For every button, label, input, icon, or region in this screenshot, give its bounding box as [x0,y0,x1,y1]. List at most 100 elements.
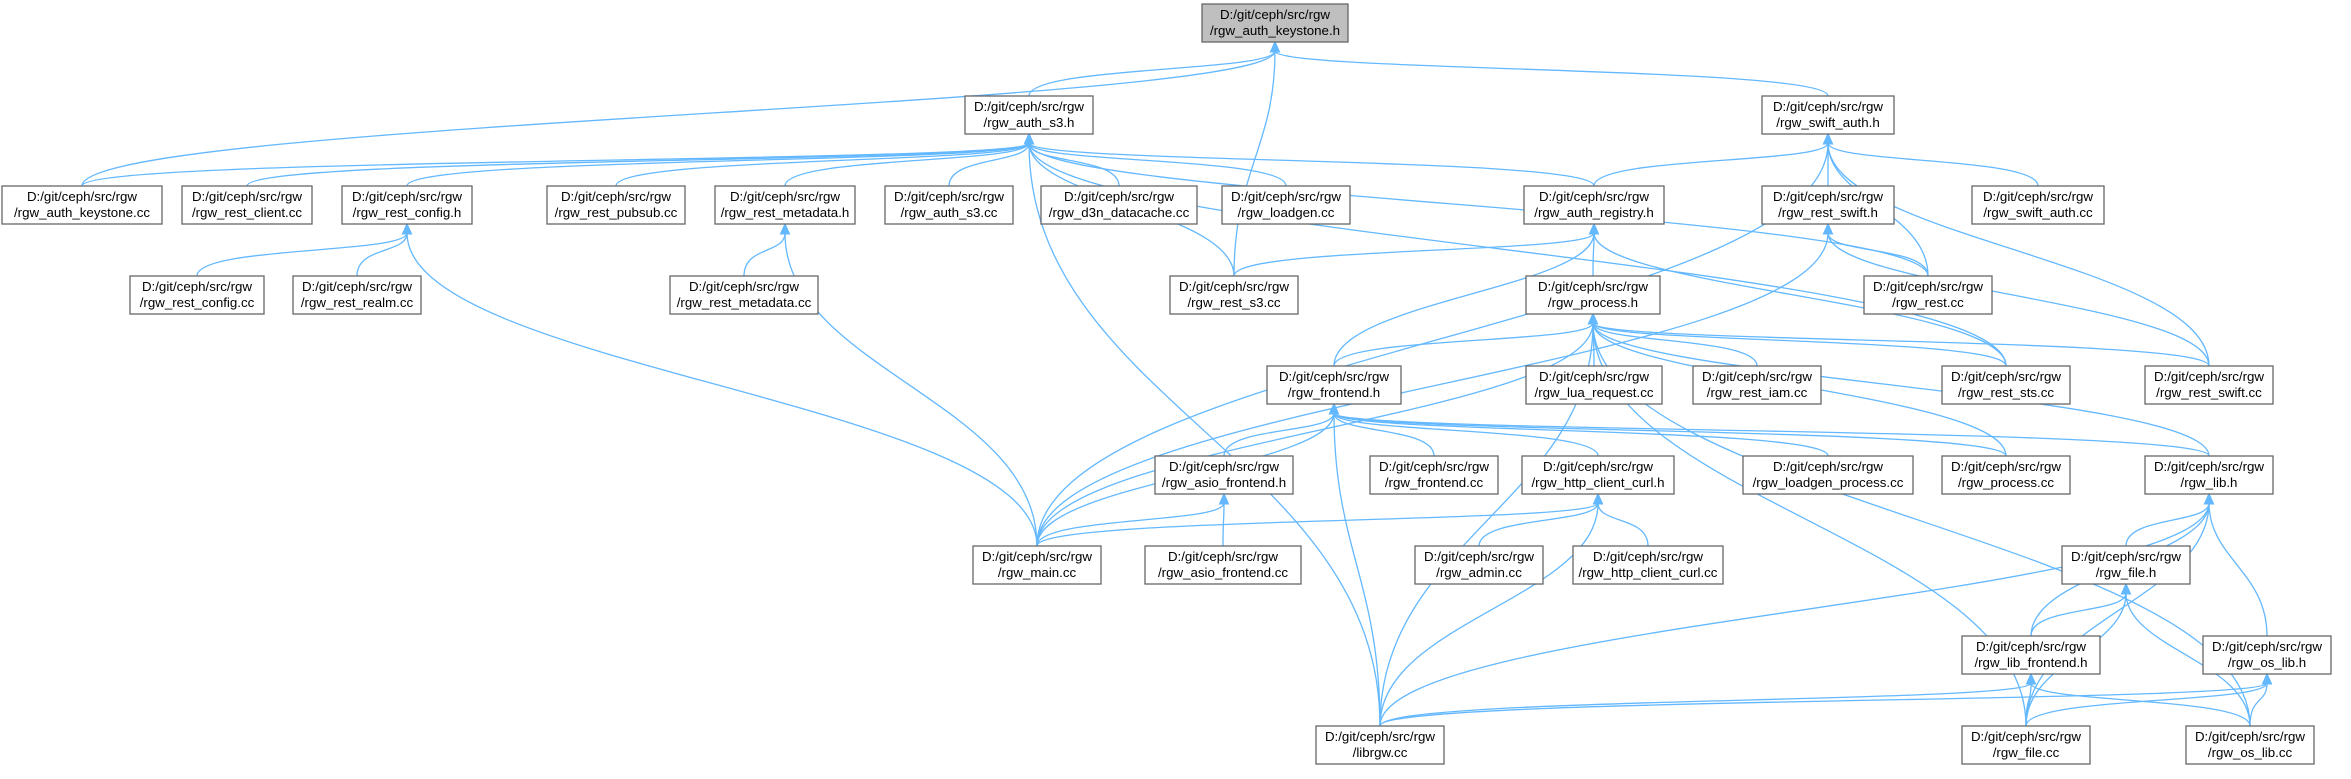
node-path-line: D:/git/ceph/src/rgw [302,279,412,294]
edge-rest_s3_cc-to-keystone_h [1233,50,1276,277]
edge-librgw_cc-to-frontend_h [1333,412,1381,727]
node-file-line: /rgw_admin.cc [1436,565,1522,580]
edge-os_lib_cc-to-lib_frontend_h [2030,682,2251,727]
node-file-line: /rgw_lib.h [2181,475,2238,490]
node-box [1941,455,2071,495]
node-path-line: D:/git/ceph/src/rgw [2212,639,2322,654]
node-file-line: /rgw_rest_config.cc [140,295,255,310]
edge-swift_auth_cc-to-swift_auth_h [1827,142,2039,187]
node-path-line: D:/git/ceph/src/rgw [1279,369,1389,384]
node-box [181,185,313,225]
edge-auth_registry_h-to-swift_auth_h [1593,142,1829,187]
node-box [1369,455,1499,495]
edge-librgw_cc-to-auth_s3_h [1028,142,1381,727]
edge-librgw_cc-to-lib_h [1379,502,2210,727]
node-http-client-curl-cc[interactable]: D:/git/ceph/src/rgw/rgw_http_client_curl… [1572,545,1724,585]
node-asio-frontend-cc[interactable]: D:/git/ceph/src/rgw/rgw_asio_frontend.cc [1144,545,1302,585]
node-file-line: /librgw.cc [1353,745,1408,760]
node-process-cc[interactable]: D:/git/ceph/src/rgw/rgw_process.cc [1941,455,2071,495]
edge-rest_pubsub_cc-to-auth_s3_h [615,142,1030,187]
arrowhead-os_lib_cc-to-lib_frontend_h [2025,672,2037,685]
edge-frontend_h-to-process_h [1333,322,1594,367]
node-rest-cc[interactable]: D:/git/ceph/src/rgw/rgw_rest.cc [1863,275,1993,315]
edge-asio_frontend_h-to-frontend_h [1223,412,1335,457]
node-box [1523,185,1665,225]
node-rest-s3-cc[interactable]: D:/git/ceph/src/rgw/rgw_rest_s3.cc [1169,275,1299,315]
node-loadgen-cc[interactable]: D:/git/ceph/src/rgw/rgw_loadgen.cc [1221,185,1351,225]
node-path-line: D:/git/ceph/src/rgw [730,189,840,204]
node-main-cc[interactable]: D:/git/ceph/src/rgw/rgw_main.cc [972,545,1102,585]
node-lua-request-cc[interactable]: D:/git/ceph/src/rgw/rgw_lua_request.cc [1525,365,1663,405]
node-swift-auth-cc[interactable]: D:/git/ceph/src/rgw/rgw_swift_auth.cc [1971,185,2105,225]
node-auth-s3-h[interactable]: D:/git/ceph/src/rgw/rgw_auth_s3.h [964,95,1094,135]
node-rest-metadata-h[interactable]: D:/git/ceph/src/rgw/rgw_rest_metadata.h [714,185,856,225]
node-file-line: /rgw_rest_s3.cc [1187,295,1280,310]
node-os-lib-h[interactable]: D:/git/ceph/src/rgw/rgw_os_lib.h [2202,635,2332,675]
arrowhead-main_cc-to-rest_metadata_h [779,222,791,235]
node-rest-sts-cc[interactable]: D:/git/ceph/src/rgw/rgw_rest_sts.cc [1941,365,2071,405]
node-path-line: D:/git/ceph/src/rgw [689,279,799,294]
node-auth-keystone-cc[interactable]: D:/git/ceph/src/rgw/rgw_auth_keystone.cc [1,185,163,225]
node-file-h[interactable]: D:/git/ceph/src/rgw/rgw_file.h [2061,545,2191,585]
node-box [714,185,856,225]
node-os-lib-cc[interactable]: D:/git/ceph/src/rgw/rgw_os_lib.cc [2185,725,2315,765]
node-swift-auth-h[interactable]: D:/git/ceph/src/rgw/rgw_swift_auth.h [1761,95,1895,135]
node-box [1315,725,1445,765]
node-rest-iam-cc[interactable]: D:/git/ceph/src/rgw/rgw_rest_iam.cc [1692,365,1822,405]
node-rest-realm-cc[interactable]: D:/git/ceph/src/rgw/rgw_rest_realm.cc [292,275,422,315]
node-rest-metadata-cc[interactable]: D:/git/ceph/src/rgw/rgw_rest_metadata.cc [669,275,819,315]
node-admin-cc[interactable]: D:/git/ceph/src/rgw/rgw_admin.cc [1414,545,1544,585]
edge-main_cc-to-http_client_curl_h [1036,502,1599,547]
node-auth-s3-cc[interactable]: D:/git/ceph/src/rgw/rgw_auth_s3.cc [884,185,1014,225]
node-rest-swift-cc[interactable]: D:/git/ceph/src/rgw/rgw_rest_swift.cc [2144,365,2274,405]
edge-frontend_cc-to-frontend_h [1333,412,1435,457]
edge-os_lib_cc-to-os_lib_h [2249,682,2268,727]
arrowhead-rest_sts_cc-to-auth_registry_h [1588,222,1600,235]
arrowhead-rest_s3_cc-to-keystone_h [1269,40,1281,53]
node-file-line: /rgw_auth_keystone.h [1210,23,1340,38]
node-path-line: D:/git/ceph/src/rgw [1951,369,2061,384]
node-http-client-curl-h[interactable]: D:/git/ceph/src/rgw/rgw_http_client_curl… [1521,455,1675,495]
node-file-line: /rgw_swift_auth.h [1776,115,1879,130]
node-rest-config-h[interactable]: D:/git/ceph/src/rgw/rgw_rest_config.h [341,185,473,225]
node-lib-frontend-h[interactable]: D:/git/ceph/src/rgw/rgw_lib_frontend.h [1961,635,2101,675]
node-rest-swift-h[interactable]: D:/git/ceph/src/rgw/rgw_rest_swift.h [1761,185,1895,225]
node-process-h[interactable]: D:/git/ceph/src/rgw/rgw_process.h [1525,275,1661,315]
node-file-line: /rgw_lib_frontend.h [1974,655,2087,670]
edge-main_cc-to-asio_frontend_h [1036,502,1225,547]
node-lib-h[interactable]: D:/git/ceph/src/rgw/rgw_lib.h [2144,455,2274,495]
node-path-line: D:/git/ceph/src/rgw [1773,189,1883,204]
edge-file_cc-to-lib_frontend_h [2025,682,2032,727]
node-frontend-cc[interactable]: D:/git/ceph/src/rgw/rgw_frontend.cc [1369,455,1499,495]
node-file-line: /rgw_rest.cc [1892,295,1964,310]
edge-rest_metadata_cc-to-rest_metadata_h [743,232,786,277]
node-asio-frontend-h[interactable]: D:/git/ceph/src/rgw/rgw_asio_frontend.h [1154,455,1294,495]
node-rest-client-cc[interactable]: D:/git/ceph/src/rgw/rgw_rest_client.cc [181,185,313,225]
node-box [972,545,1102,585]
node-path-line: D:/git/ceph/src/rgw [1951,459,2061,474]
node-path-line: D:/git/ceph/src/rgw [894,189,1004,204]
node-box [1961,725,2091,765]
node-loadgen-process-cc[interactable]: D:/git/ceph/src/rgw/rgw_loadgen_process.… [1742,455,1914,495]
node-auth-registry-h[interactable]: D:/git/ceph/src/rgw/rgw_auth_registry.h [1523,185,1665,225]
node-frontend-h[interactable]: D:/git/ceph/src/rgw/rgw_frontend.h [1266,365,1402,405]
edge-auth_registry_h-to-auth_s3_h [1028,142,1595,187]
node-path-line: D:/git/ceph/src/rgw [974,99,1084,114]
node-file-cc[interactable]: D:/git/ceph/src/rgw/rgw_file.cc [1961,725,2091,765]
arrowhead-main_cc-to-rest_swift_h [1822,222,1834,235]
arrowhead-librgw_cc-to-auth_s3_h [1023,132,1035,145]
node-d3n-cc[interactable]: D:/git/ceph/src/rgw/rgw_d3n_datacache.cc [1040,185,1198,225]
node-keystone-h[interactable]: D:/git/ceph/src/rgw/rgw_auth_keystone.h [1201,3,1349,43]
node-path-line: D:/git/ceph/src/rgw [1983,189,2093,204]
node-librgw-cc[interactable]: D:/git/ceph/src/rgw/librgw.cc [1315,725,1445,765]
node-rest-pubsub-cc[interactable]: D:/git/ceph/src/rgw/rgw_rest_pubsub.cc [546,185,686,225]
edge-os_lib_cc-to-file_h [2125,592,2251,727]
node-file-line: /rgw_rest_pubsub.cc [555,205,678,220]
edge-rest_sts_cc-to-process_h [1592,322,2007,367]
edges-layer [81,40,2273,727]
edge-main_cc-to-process_h [1036,322,1594,547]
node-box [546,185,686,225]
node-rest-config-cc[interactable]: D:/git/ceph/src/rgw/rgw_rest_config.cc [129,275,265,315]
edge-rest_s3_cc-to-auth_registry_h [1233,232,1595,277]
nodes-layer: D:/git/ceph/src/rgw/rgw_auth_keystone.hD… [1,3,2332,765]
